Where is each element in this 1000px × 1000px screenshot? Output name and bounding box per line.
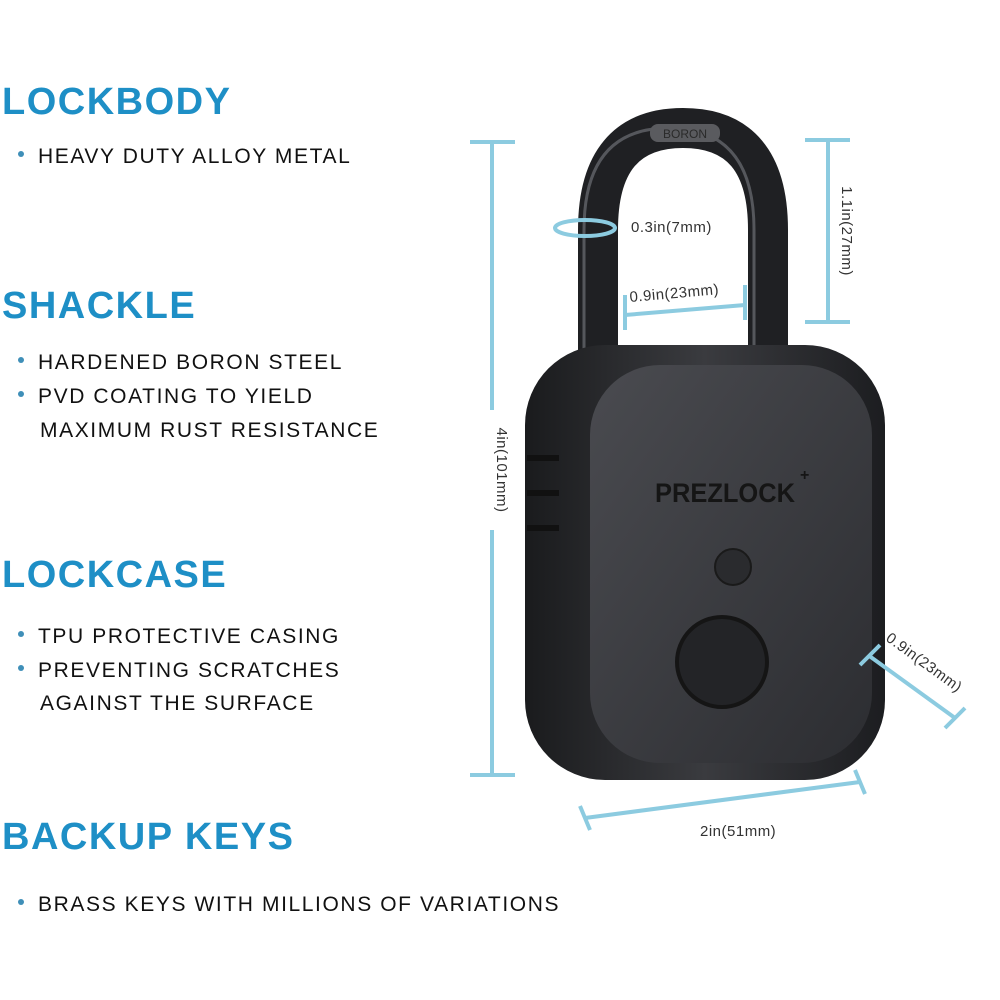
- bullet-continuation: AGAINST THE SURFACE: [40, 692, 315, 715]
- brand-logo: PREZLOCK: [655, 478, 795, 508]
- bullet-text: PREVENTING SCRATCHES: [38, 659, 341, 682]
- bullet-icon: [18, 357, 24, 364]
- bullet-continuation: MAXIMUM RUST RESISTANCE: [40, 419, 380, 442]
- dim-shackle-width: 0.9in(23mm): [629, 281, 720, 306]
- bullet-item: BRASS KEYS WITH MILLIONS OF VARIATIONS: [18, 893, 560, 917]
- bullet-text: HARDENED BORON STEEL: [38, 351, 344, 374]
- bullet-icon: [18, 151, 24, 158]
- bullet-text: BRASS KEYS WITH MILLIONS OF VARIATIONS: [38, 893, 561, 916]
- bullet-text: PVD COATING TO YIELD: [38, 385, 314, 408]
- dim-shackle-diameter: 0.3in(7mm): [631, 219, 712, 236]
- bullet-item: HEAVY DUTY ALLOY METAL: [18, 145, 351, 169]
- shackle-stamp: [650, 124, 720, 142]
- bullet-icon: [18, 899, 24, 906]
- dim-shackle-height: 1.1in(27mm): [838, 186, 855, 276]
- bullet-icon: [18, 391, 24, 398]
- heading-backup-keys: BACKUP KEYS: [2, 816, 295, 858]
- heading-lockbody: LOCKBODY: [2, 81, 232, 123]
- bullet-text: TPU PROTECTIVE CASING: [38, 625, 340, 648]
- side-grip-icon: [527, 455, 559, 531]
- brand-superscript: +: [800, 467, 809, 484]
- dim-width: 2in(51mm): [700, 823, 776, 840]
- bullet-item: PREVENTING SCRATCHES: [18, 659, 340, 683]
- bullet-icon: [18, 631, 24, 638]
- dim-height: 4in(101mm): [493, 427, 510, 512]
- indicator-button: [714, 548, 752, 586]
- bullet-item: HARDENED BORON STEEL: [18, 351, 343, 375]
- dim-depth: 0.9in(23mm): [883, 629, 966, 695]
- heading-lockcase: LOCKCASE: [2, 554, 228, 596]
- bullet-item: TPU PROTECTIVE CASING: [18, 625, 340, 649]
- bullet-icon: [18, 665, 24, 672]
- dimension-lines: [470, 138, 967, 831]
- fingerprint-sensor: [675, 615, 769, 709]
- heading-shackle: SHACKLE: [2, 285, 197, 327]
- shackle-stamp-text: BORON: [663, 127, 707, 141]
- bullet-item: PVD COATING TO YIELD: [18, 385, 314, 409]
- shackle: [578, 107, 788, 370]
- bullet-text: HEAVY DUTY ALLOY METAL: [38, 145, 352, 168]
